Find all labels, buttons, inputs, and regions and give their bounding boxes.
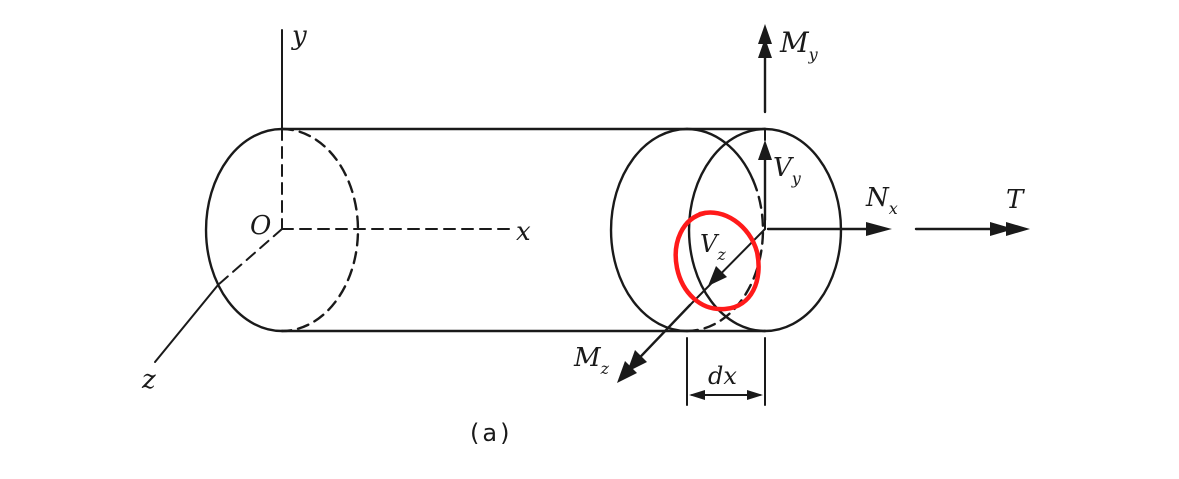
T-arrowhead-1 [990, 222, 1014, 236]
moment-Mz-arrow [617, 303, 692, 383]
first-cut-front-arc [609, 127, 689, 333]
Vy-label-main: V [773, 153, 794, 183]
left-end-front-arc [204, 127, 284, 333]
cylinder-left-end [204, 127, 360, 333]
My-label-main: M [779, 26, 810, 59]
shear-Vy-arrow [758, 140, 772, 222]
left-end-hidden-arc [280, 127, 360, 333]
first-cut-visible-upper-arc [685, 127, 755, 182]
first-cut-hidden-arc [685, 178, 765, 333]
Nx-label-main: N [865, 183, 890, 213]
origin-label: O [250, 211, 271, 241]
T-label: T [1006, 185, 1025, 215]
x-axis-label: x [516, 217, 531, 247]
shear-Vz-arrow [708, 266, 727, 286]
second-cut-left-arc [687, 127, 767, 333]
dx-label: dx [708, 362, 737, 390]
Vy-label: Vy [773, 153, 802, 188]
dx-dimension [686, 337, 766, 406]
moment-My-arrow [758, 24, 772, 114]
Vy-label-subscript: y [791, 169, 802, 188]
My-arrowhead-1 [758, 24, 772, 44]
vz-highlight-circle [673, 210, 761, 312]
Mz-label-subscript: z [600, 359, 610, 378]
section-first-cut [609, 127, 765, 333]
My-label: My [779, 26, 819, 64]
figure-caption: (a) [470, 419, 512, 447]
My-arrowhead-2 [758, 38, 772, 58]
torque-T-arrow [914, 222, 1030, 236]
Mz-label: Mz [573, 343, 610, 378]
Mz-label-main: M [573, 343, 602, 373]
Nx-arrowhead [866, 222, 892, 236]
Vz-arrowhead [708, 266, 727, 286]
z-axis-line [154, 284, 219, 363]
Mz-arrowhead-2 [627, 350, 647, 372]
Nx-label: Nx [865, 183, 898, 218]
normal-force-Nx-arrow [766, 222, 892, 236]
dx-arrowhead-right [747, 390, 763, 400]
Vz-label: Vz [700, 230, 726, 264]
y-axis-label: y [291, 21, 307, 51]
Vz-label-subscript: z [716, 245, 726, 264]
dx-arrowhead-left [689, 390, 705, 400]
z-axis-hidden [217, 228, 283, 286]
coordinate-axes [154, 29, 511, 363]
T-arrowhead-2 [1006, 222, 1030, 236]
My-label-subscript: y [808, 45, 819, 64]
Vy-arrowhead [758, 140, 772, 160]
Nx-label-subscript: x [889, 199, 898, 218]
z-axis-label: z [141, 365, 156, 395]
Vz-label-main: V [700, 230, 720, 258]
